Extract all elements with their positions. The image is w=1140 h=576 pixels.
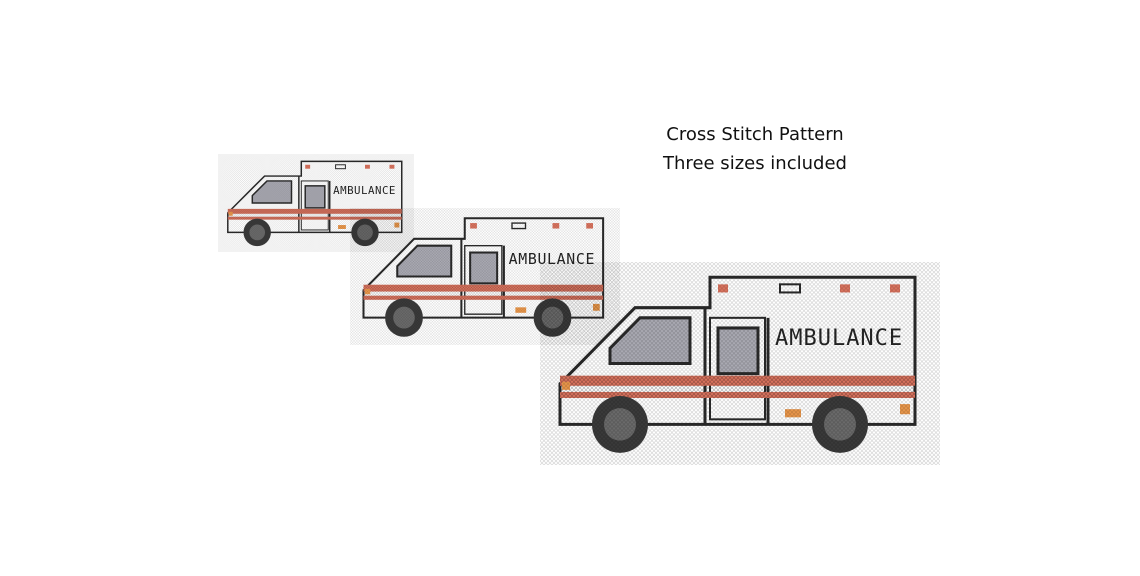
- caption-subtitle: Three sizes included: [663, 153, 847, 174]
- caption: Cross Stitch Pattern Three sizes include…: [640, 120, 870, 178]
- side-window: [469, 251, 499, 285]
- caption-title: Cross Stitch Pattern: [666, 124, 844, 145]
- ambulance-label: AMBULANCE: [333, 184, 396, 197]
- ambulance-drawing: AMBULANCE: [540, 262, 940, 465]
- ambulance-pattern-large: AMBULANCE: [540, 262, 940, 465]
- ambulance-label: AMBULANCE: [775, 325, 903, 351]
- side-window: [716, 326, 760, 376]
- side-window: [304, 185, 326, 209]
